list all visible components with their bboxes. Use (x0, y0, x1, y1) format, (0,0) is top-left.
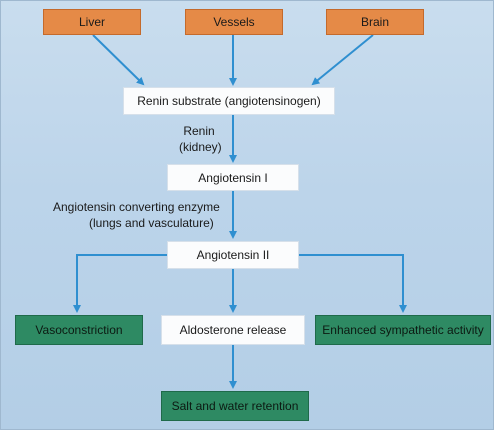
edge-label-ace-line2: (lungs and vasculature) (89, 216, 214, 230)
node-angiotensin-2: Angiotensin II (167, 241, 299, 269)
source-brain-label: Brain (360, 15, 389, 29)
arrow-liver-to-substrate (92, 34, 145, 86)
node-aldosterone-release-label: Aldosterone release (179, 323, 287, 337)
node-vasoconstriction-label: Vasoconstriction (35, 323, 123, 337)
arrow-angiotensin-2-to-sympathetic (297, 254, 407, 313)
node-sympathetic-activity: Enhanced sympathetic activity (315, 315, 491, 345)
edge-label-ace: Angiotensin converting enzyme (lungs and… (53, 199, 220, 231)
source-brain: Brain (326, 9, 424, 35)
edge-label-renin-line1: Renin (183, 124, 215, 138)
source-vessels: Vessels (185, 9, 283, 35)
arrow-angiotensin-2-to-vasoconstriction (73, 254, 171, 313)
node-salt-water-retention: Salt and water retention (161, 391, 309, 421)
node-sympathetic-activity-label: Enhanced sympathetic activity (322, 323, 484, 337)
source-liver: Liver (43, 9, 141, 35)
edge-label-ace-line1: Angiotensin converting enzyme (53, 200, 220, 214)
node-vasoconstriction: Vasoconstriction (15, 315, 143, 345)
node-renin-substrate-label: Renin substrate (angiotensinogen) (137, 94, 321, 108)
arrow-brain-to-substrate (311, 34, 374, 86)
source-liver-label: Liver (78, 15, 105, 29)
node-aldosterone-release: Aldosterone release (161, 315, 305, 345)
edge-label-renin-line2: (kidney) (179, 140, 222, 154)
edge-label-renin: Renin (kidney) (179, 123, 222, 155)
source-vessels-label: Vessels (213, 15, 255, 29)
node-angiotensin-2-label: Angiotensin II (196, 248, 270, 262)
node-salt-water-retention-label: Salt and water retention (171, 399, 299, 413)
node-renin-substrate: Renin substrate (angiotensinogen) (123, 87, 335, 115)
node-angiotensin-1-label: Angiotensin I (198, 170, 268, 185)
node-angiotensin-1: Angiotensin I (167, 164, 299, 191)
